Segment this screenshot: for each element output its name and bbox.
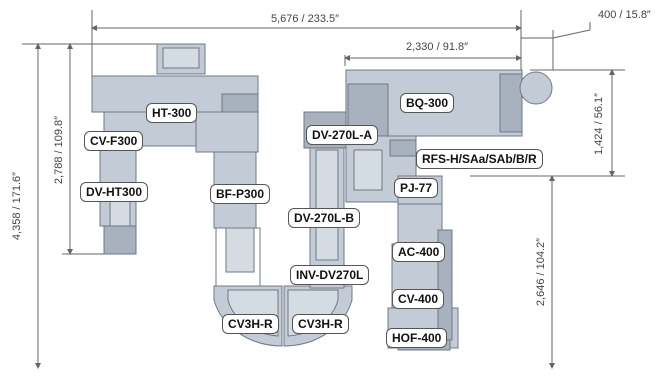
dim-overall-width: 5,676 / 233.5″ xyxy=(271,13,339,25)
label-dv270la: DV-270L-A xyxy=(306,125,379,145)
label-bq300: BQ-300 xyxy=(400,93,455,113)
label-ac400: AC-400 xyxy=(392,242,446,262)
label-invdv270l: INV-DV270L xyxy=(290,265,370,285)
label-cv3hr-right: CV3H-R xyxy=(292,314,349,334)
label-hof400: HOF-400 xyxy=(386,328,448,348)
label-bfp300: BF-P300 xyxy=(210,184,271,204)
label-cvf300: CV-F300 xyxy=(84,131,144,151)
dimension-lines xyxy=(22,10,625,369)
bq300-roll xyxy=(519,71,553,105)
ht300-lower xyxy=(195,111,259,153)
label-dv270lb: DV-270L-B xyxy=(288,208,361,228)
machines xyxy=(91,43,553,351)
label-ht300: HT-300 xyxy=(146,103,198,123)
dim-left-section-height: 2,788 / 109.8″ xyxy=(53,116,65,184)
label-pj77: PJ-77 xyxy=(394,178,439,198)
label-dvht300: DV-HT300 xyxy=(80,182,149,202)
dim-right-upper-height: 1,424 / 56.1″ xyxy=(593,93,605,155)
label-rfs: RFS-H/SAa/SAb/B/R xyxy=(416,149,543,169)
ac400-unit xyxy=(397,203,443,245)
dim-offset-top-right: 400 / 15.8″ xyxy=(598,9,651,21)
dim-right-section-width: 2,330 / 91.8″ xyxy=(406,41,468,53)
label-cv400: CV-400 xyxy=(392,289,445,309)
dim-overall-height: 4,358 / 171.6″ xyxy=(11,172,23,240)
label-cv3hr-left: CV3H-R xyxy=(222,314,279,334)
dim-right-lower-height: 2,646 / 104.2″ xyxy=(535,238,547,306)
